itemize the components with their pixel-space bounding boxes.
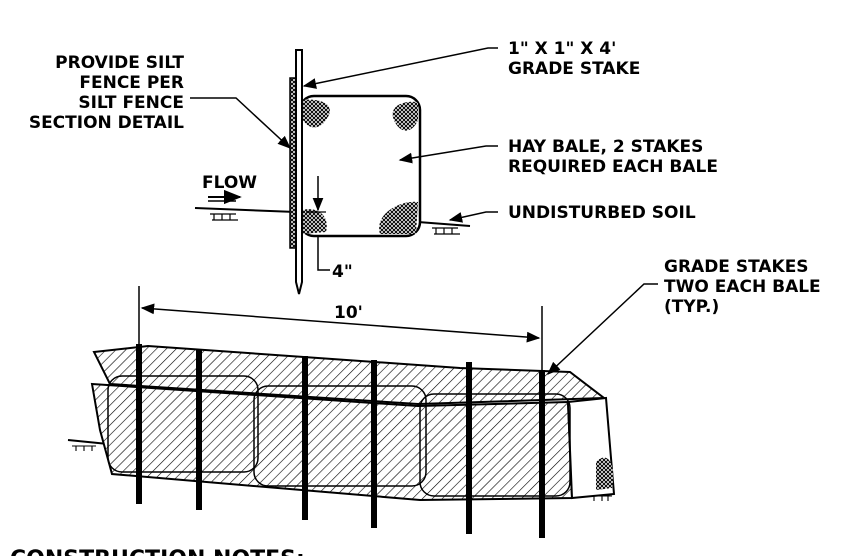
grade-stakes [136, 344, 545, 538]
svg-text:GRADE STAKE: GRADE STAKE [508, 59, 640, 79]
section-view: 4" FLOW PROVIDE SILT FENCE PER SILT FENC… [29, 39, 718, 295]
bale-1 [107, 375, 259, 473]
bale-compression-marks [302, 99, 418, 234]
svg-text:FENCE PER: FENCE PER [79, 73, 184, 93]
ground-line-left [194, 207, 297, 213]
hay-bale-label: HAY BALE, 2 STAKES REQUIRED EACH BALE [508, 137, 718, 177]
svg-text:SECTION DETAIL: SECTION DETAIL [29, 113, 184, 133]
silt-fence-leader [190, 97, 291, 149]
hay-bale-leader [398, 145, 498, 164]
svg-text:1" X 1" X 4': 1" X 1" X 4' [508, 39, 616, 59]
bale-2 [253, 385, 427, 487]
silt-fence-label: PROVIDE SILT FENCE PER SILT FENCE SECTIO… [29, 53, 185, 133]
spacing-label: 10' [334, 303, 363, 323]
soil-label: UNDISTURBED SOIL [508, 203, 696, 223]
grade-stake-label: 1" X 1" X 4' GRADE STAKE [508, 39, 640, 79]
svg-text:REQUIRED EACH BALE: REQUIRED EACH BALE [508, 157, 718, 177]
grade-stake-leader [302, 47, 498, 89]
stake [466, 362, 472, 534]
svg-text:SILT FENCE: SILT FENCE [78, 93, 184, 113]
svg-text:HAY BALE, 2 STAKES: HAY BALE, 2 STAKES [508, 137, 703, 157]
stake [302, 356, 308, 520]
construction-notes-heading: CONSTRUCTION NOTES: [10, 547, 305, 556]
ground-line-right [417, 221, 471, 227]
soil-symbol-left [210, 213, 238, 221]
spacing-dim-line [140, 303, 541, 343]
embed-depth-label: 4" [332, 262, 353, 282]
isometric-view: 10' GRADE STAKES TWO EACH BALE (TYP.) [67, 257, 821, 538]
bale-front-face [90, 382, 574, 502]
soil-symbol-right [432, 227, 460, 235]
grade-stakes-label: GRADE STAKES TWO EACH BALE (TYP.) [664, 257, 821, 317]
bale-end-marks [596, 457, 614, 490]
soil-leader [448, 211, 498, 223]
svg-text:TWO EACH BALE: TWO EACH BALE [664, 277, 821, 297]
stake [136, 344, 142, 504]
flow-label: FLOW [202, 173, 257, 193]
stake [196, 350, 202, 510]
svg-text:(TYP.): (TYP.) [664, 297, 719, 317]
svg-text:PROVIDE SILT: PROVIDE SILT [55, 53, 184, 73]
embed-dim-leader [317, 236, 330, 271]
grade-stakes-leader [547, 283, 658, 375]
grade-stake [295, 49, 303, 295]
bale-top-face [92, 344, 607, 406]
svg-text:GRADE STAKES: GRADE STAKES [664, 257, 809, 277]
stake [539, 370, 545, 538]
bale-3 [419, 393, 571, 497]
stake [371, 360, 377, 528]
